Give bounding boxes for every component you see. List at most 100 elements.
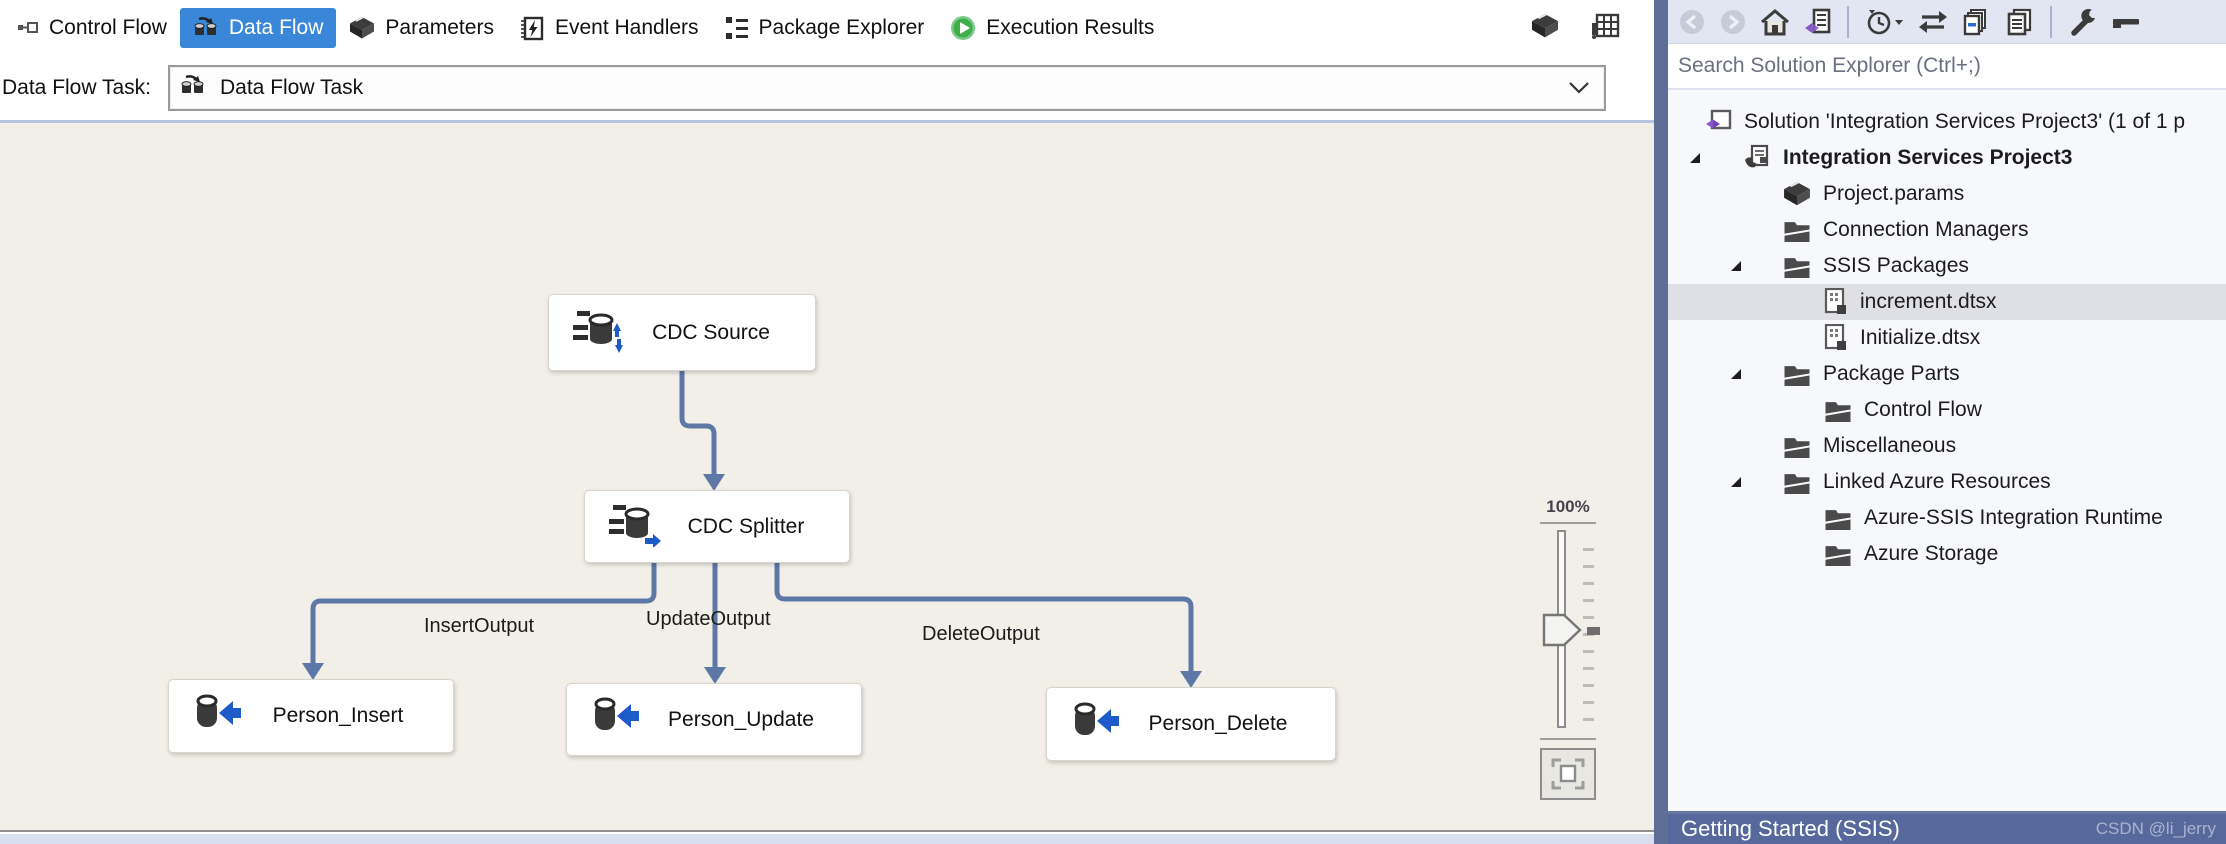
data-flow-icon	[193, 16, 219, 40]
tab-event-handlers[interactable]: Event Handlers	[507, 8, 712, 49]
tree-item-azure-storage[interactable]: Azure Storage	[1668, 536, 2226, 572]
refresh-icon	[1919, 10, 1947, 33]
tree-item-label: Azure Storage	[1864, 542, 1999, 565]
node-label: CDC Source	[652, 320, 770, 344]
data-flow-task-dropdown[interactable]: Data Flow Task	[168, 65, 1606, 111]
tab-data-flow[interactable]: Data Flow	[179, 8, 337, 48]
tab-control-flow[interactable]: Control Flow	[4, 8, 180, 48]
cdc-source-icon	[573, 307, 625, 358]
designer-tab-strip: Control Flow Data Flow Parameters Event …	[0, 0, 1654, 56]
node-cdc-splitter[interactable]: CDC Splitter	[584, 490, 850, 563]
show-all-files-button[interactable]	[1961, 8, 1991, 36]
solution-explorer-search	[1668, 44, 2226, 90]
home-button[interactable]	[1760, 8, 1790, 36]
tree-item-solution[interactable]: Solution 'Integration Services Project3'…	[1668, 104, 2226, 140]
tree-item-label: Linked Azure Resources	[1823, 470, 2051, 493]
forward-icon	[1721, 9, 1745, 34]
search-input[interactable]	[1668, 44, 2226, 88]
tab-package-explorer[interactable]: Package Explorer	[712, 8, 938, 48]
wrench-icon	[2071, 8, 2095, 36]
node-label: Person_Delete	[1148, 712, 1288, 735]
oledb-destination-icon	[591, 694, 639, 745]
parameters-icon	[349, 16, 375, 40]
folder-icon	[1783, 218, 1811, 243]
data-flow-task-icon	[180, 74, 206, 103]
zoom-slider[interactable]	[1536, 530, 1600, 728]
fit-to-window-button[interactable]	[1540, 748, 1596, 800]
clock-filter-icon	[1867, 9, 1903, 34]
oledb-destination-icon	[1071, 699, 1119, 750]
node-person-delete[interactable]: Person_Delete	[1046, 687, 1336, 761]
tree-item-connection-managers[interactable]: Connection Managers	[1668, 212, 2226, 248]
data-flow-canvas[interactable]: CDC Source CDC Splitter Person_Inser	[0, 123, 1654, 832]
tab-getting-started-ssis[interactable]: Getting Started (SSIS)	[1681, 816, 1900, 841]
designer-bottom-strip	[0, 834, 1654, 844]
zoom-control: 100%	[1536, 497, 1600, 800]
edge-label-update-output: UpdateOutput	[646, 608, 771, 630]
zoom-divider	[1540, 738, 1596, 740]
folder-icon	[1783, 434, 1811, 459]
chevron-down-icon[interactable]	[1568, 81, 1590, 95]
refresh-button[interactable]	[1918, 8, 1948, 36]
tree-item-label: SSIS Packages	[1823, 254, 1969, 277]
properties-button[interactable]	[2068, 7, 2098, 37]
tree-item-label: Package Parts	[1823, 362, 1960, 385]
home-icon	[1761, 8, 1789, 35]
folder-icon	[1824, 542, 1852, 567]
preview-selected-items-button[interactable]	[2111, 8, 2143, 36]
variables-grid-icon[interactable]	[1590, 12, 1620, 45]
pending-changes-filter-button[interactable]	[1865, 8, 1905, 36]
toolbar-separator	[2050, 5, 2052, 38]
connector-lines	[302, 371, 1202, 688]
tree-item-linked-azure-resources[interactable]: Linked Azure Resources	[1668, 464, 2226, 500]
data-flow-task-label: Data Flow Task:	[2, 76, 151, 99]
node-person-update[interactable]: Person_Update	[566, 683, 862, 756]
tab-label: Data Flow	[228, 16, 324, 39]
tab-label: Parameters	[385, 16, 494, 39]
tree-item-increment-dtsx[interactable]: increment.dtsx	[1668, 284, 2226, 320]
tab-execution-results[interactable]: Execution Results	[937, 7, 1167, 49]
tree-item-miscellaneous[interactable]: Miscellaneous	[1668, 428, 2226, 464]
dtsx-file-icon	[1824, 324, 1848, 352]
panel-splitter[interactable]	[1654, 0, 1668, 844]
dtsx-file-icon	[1824, 288, 1848, 316]
tree-item-label: Connection Managers	[1823, 218, 2029, 241]
folder-icon	[1824, 506, 1852, 531]
expanded-arrow-icon[interactable]	[1729, 367, 1743, 381]
tree-item-label: increment.dtsx	[1860, 290, 1997, 313]
package-icon[interactable]	[1530, 13, 1560, 44]
tree-item-project[interactable]: Integration Services Project3	[1668, 140, 2226, 176]
sync-with-active-document-button[interactable]	[1803, 8, 1831, 36]
tree-item-initialize-dtsx[interactable]: Initialize.dtsx	[1668, 320, 2226, 356]
event-handlers-icon	[520, 16, 545, 41]
zoom-level-label: 100%	[1546, 497, 1590, 516]
expanded-arrow-icon[interactable]	[1729, 259, 1743, 273]
tree-item-project-params[interactable]: Project.params	[1668, 176, 2226, 212]
show-all-files-icon	[1963, 8, 1986, 35]
data-flow-task-row: Data Flow Task: Data Flow Task	[0, 56, 1654, 123]
zoom-slider-thumb[interactable]	[1542, 613, 1582, 652]
tree-item-control-flow-folder[interactable]: Control Flow	[1668, 392, 2226, 428]
tree-item-label: Solution 'Integration Services Project3'…	[1744, 110, 2186, 133]
tree-item-azure-ssis-runtime[interactable]: Azure-SSIS Integration Runtime	[1668, 500, 2226, 536]
tab-label: Control Flow	[49, 16, 167, 39]
tree-item-package-parts[interactable]: Package Parts	[1668, 356, 2226, 392]
ssis-designer-panel: Control Flow Data Flow Parameters Event …	[0, 0, 1654, 844]
solution-explorer-toolbar	[1668, 0, 2226, 44]
solution-icon	[1704, 109, 1732, 136]
tree-item-ssis-packages[interactable]: SSIS Packages	[1668, 248, 2226, 284]
tree-item-label: Project.params	[1823, 182, 1965, 205]
tab-strip-right-icons	[1530, 12, 1654, 45]
forward-button[interactable]	[1719, 8, 1747, 36]
collapse-all-button[interactable]	[2004, 8, 2034, 36]
expanded-arrow-icon[interactable]	[1688, 151, 1702, 165]
edge-label-delete-output: DeleteOutput	[922, 623, 1040, 645]
toolbar-separator	[1847, 5, 1849, 38]
node-person-insert[interactable]: Person_Insert	[168, 679, 454, 753]
expanded-arrow-icon[interactable]	[1729, 475, 1743, 489]
tab-parameters[interactable]: Parameters	[336, 8, 507, 48]
tab-label: Execution Results	[986, 16, 1155, 39]
folder-icon	[1783, 362, 1811, 387]
node-cdc-source[interactable]: CDC Source	[548, 294, 816, 371]
back-button[interactable]	[1678, 8, 1706, 36]
